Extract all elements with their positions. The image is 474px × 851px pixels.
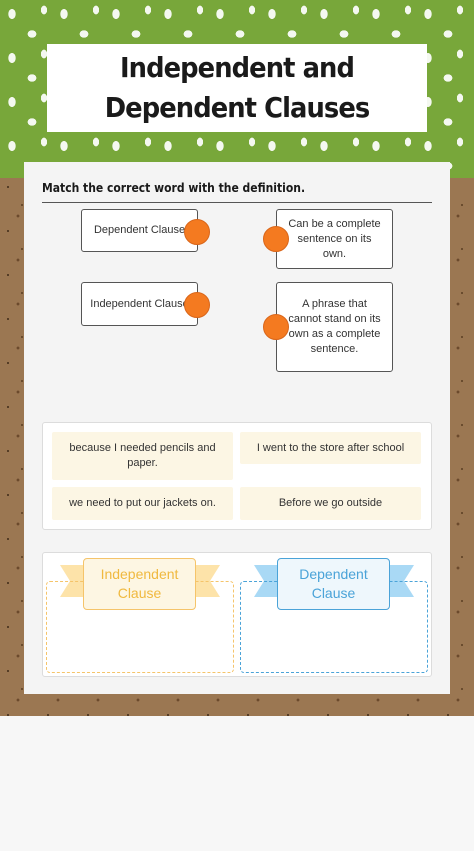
match-definition-phrase[interactable]: A phrase that cannot stand on its own as… [276, 282, 393, 372]
sort-tile[interactable]: we need to put our jackets on. [52, 487, 233, 520]
sort-tile-label: because I needed pencils and paper. [69, 442, 216, 469]
independent-clause-category-label: Independent Clause [83, 558, 196, 610]
match-definition-label: Can be a complete sentence on its own. [288, 217, 381, 260]
match-connector-dot[interactable] [184, 292, 210, 318]
match-definition-label: A phrase that cannot stand on its own as… [288, 298, 381, 355]
sort-tile[interactable]: I went to the store after school [240, 432, 421, 464]
sort-tile[interactable]: because I needed pencils and paper. [52, 432, 233, 480]
category-label-text: Independent Clause [100, 566, 179, 601]
match-definition-complete-sentence[interactable]: Can be a complete sentence on its own. [276, 209, 393, 269]
match-connector-dot[interactable] [263, 226, 289, 252]
sort-tile-label: I went to the store after school [256, 441, 405, 454]
instruction-text: Match the correct word with the definiti… [42, 181, 306, 195]
sort-tile[interactable]: Before we go outside [240, 487, 421, 520]
match-connector-dot[interactable] [263, 314, 289, 340]
category-label-text: Dependent Clause [299, 566, 368, 601]
instruction-divider [42, 202, 432, 203]
match-term-label: Independent Clause [90, 297, 189, 310]
page-title: Independent and Dependent Clauses [104, 51, 371, 124]
match-term-label: Dependent Clause [93, 224, 186, 236]
page-footer-area [0, 716, 474, 851]
match-connector-dot[interactable] [184, 219, 210, 245]
sort-tile-label: Before we go outside [278, 497, 383, 509]
title-card: Independent and Dependent Clauses [47, 44, 427, 132]
sort-tile-label: we need to put our jackets on. [69, 497, 216, 509]
dependent-clause-category-label: Dependent Clause [277, 558, 390, 610]
match-term-dependent-clause[interactable]: Dependent Clause [81, 209, 198, 252]
match-term-independent-clause[interactable]: Independent Clause [81, 282, 198, 326]
